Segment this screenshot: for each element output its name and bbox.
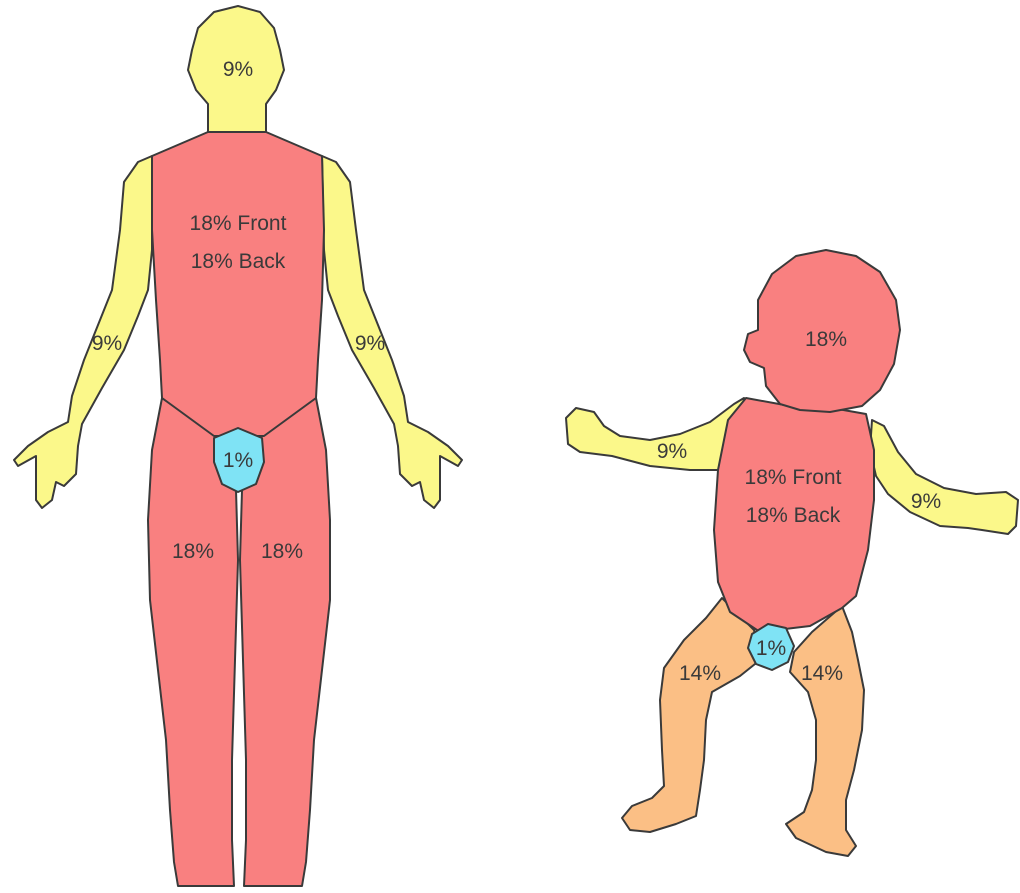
adult-head-label: 9% — [223, 58, 253, 81]
child-torso-front-label: 18% Front — [745, 466, 842, 489]
child-torso-back-label: 18% Back — [746, 504, 841, 527]
child-right-arm-label: 9% — [911, 490, 941, 513]
child-right-arm — [870, 420, 1018, 534]
child-figure: 18% 18% Front 18% Back 9% 9% 1% 14% 14% — [566, 250, 1018, 856]
child-left-arm — [566, 398, 744, 470]
child-left-arm-label: 9% — [657, 440, 687, 463]
adult-torso-front-label: 18% Front — [190, 212, 287, 235]
child-groin-label: 1% — [756, 637, 786, 660]
child-head-label: 18% — [805, 328, 847, 351]
child-left-leg-label: 14% — [679, 662, 721, 685]
adult-right-arm-label: 9% — [355, 332, 385, 355]
adult-left-arm — [14, 156, 152, 508]
adult-right-leg-label: 18% — [261, 540, 303, 563]
adult-right-arm — [322, 156, 462, 508]
adult-torso-back-label: 18% Back — [191, 250, 286, 273]
adult-figure: 9% 18% Front 18% Back 9% 9% 1% 18% 18% — [14, 6, 462, 886]
child-right-leg-label: 14% — [801, 662, 843, 685]
adult-groin-label: 1% — [223, 449, 253, 472]
child-right-leg — [786, 606, 864, 856]
adult-torso — [152, 132, 324, 436]
adult-left-leg-label: 18% — [172, 540, 214, 563]
adult-left-arm-label: 9% — [92, 332, 122, 355]
child-left-leg — [622, 598, 760, 832]
